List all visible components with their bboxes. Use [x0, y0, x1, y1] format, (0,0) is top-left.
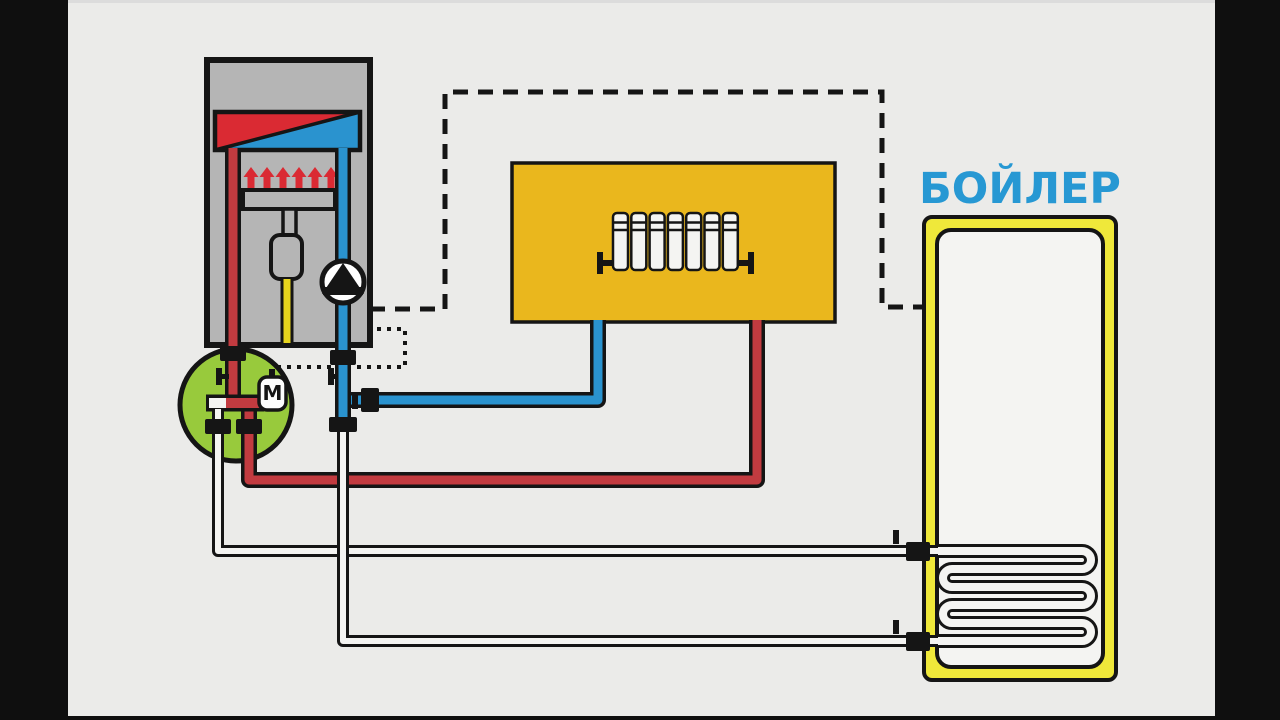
dhw-pipe-coil-bottom-return — [337, 424, 938, 647]
return-pipe-radiator — [346, 320, 606, 408]
top-edge-line — [68, 0, 1215, 3]
radiator-fins-lines — [613, 221, 738, 232]
burner-flames — [243, 167, 339, 190]
bottom-edge-line — [0, 716, 1280, 720]
fitting-return-top — [330, 350, 356, 365]
letterbox-left — [0, 0, 68, 720]
letterbox-right — [1215, 0, 1280, 720]
fitting-valve-top — [220, 346, 246, 361]
circulation-pump — [319, 258, 367, 306]
fitting-tank-bottom — [906, 632, 930, 651]
supply-pipe-valve-to-radiator — [241, 320, 765, 488]
gas-valve — [269, 233, 304, 281]
pipe-fittings — [205, 346, 930, 651]
radiator-icon — [597, 211, 754, 274]
fitting-radiator-return — [361, 388, 379, 412]
valve-ticks — [216, 368, 899, 634]
radiator-sections — [611, 211, 740, 272]
fitting-dhw-port — [205, 419, 231, 434]
valve-motor: M — [257, 369, 288, 412]
dhw-pipe-valve-to-coil-top — [212, 409, 938, 557]
fitting-return-bottom — [329, 417, 357, 432]
fitting-tank-top — [906, 542, 930, 561]
burner-bar — [241, 188, 337, 211]
tank-heating-coil — [936, 544, 1098, 648]
fitting-heating-port — [236, 419, 262, 434]
heat-exchanger — [212, 109, 363, 153]
storage-tank: БОЙЛЕР — [919, 163, 1121, 682]
valve-motor-label: M — [263, 381, 283, 405]
radiator-zone — [510, 161, 837, 324]
pump-arrow — [322, 263, 364, 294]
storage-tank-label: БОЙЛЕР — [919, 163, 1121, 214]
burner-stem — [281, 207, 298, 238]
control-line-dashed — [370, 89, 924, 312]
